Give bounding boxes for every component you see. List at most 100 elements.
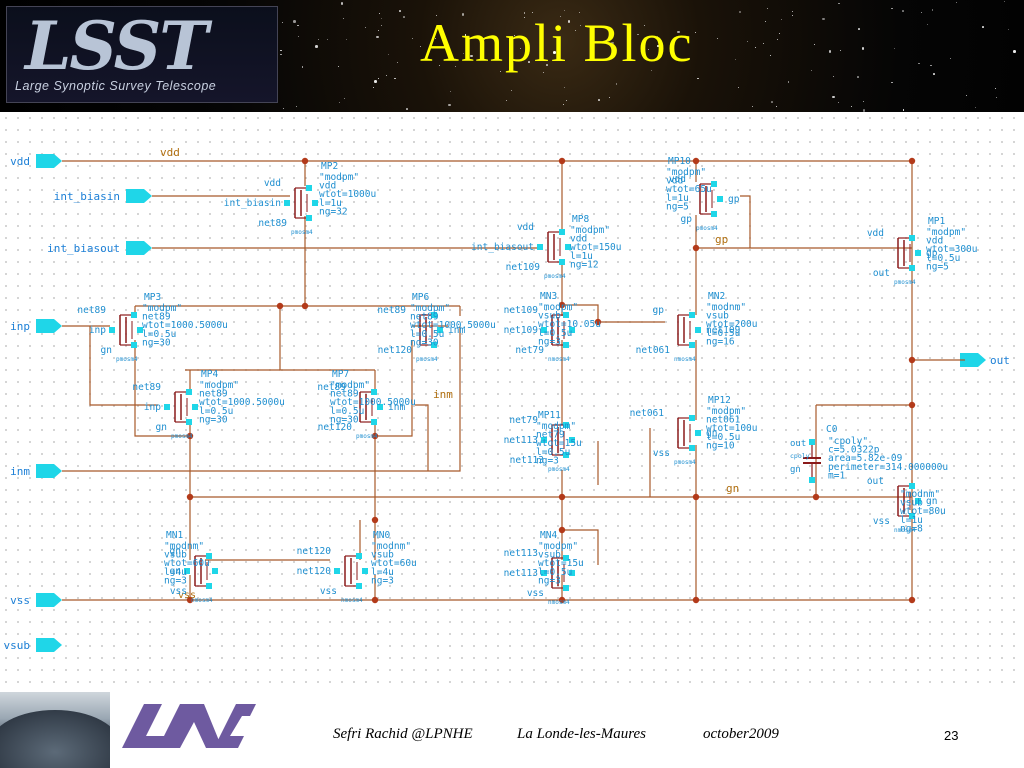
star [776, 105, 778, 107]
star [293, 20, 296, 23]
junction-dot [558, 493, 566, 501]
pin-vdd-label: vdd [10, 155, 30, 168]
star [764, 21, 766, 23]
device-symbol-label: pmosm4 [116, 356, 138, 363]
star [893, 48, 895, 50]
star [542, 72, 544, 74]
terminal [206, 583, 212, 589]
star [406, 108, 408, 110]
device-name-MN2: MN2 [708, 291, 725, 302]
terminal [437, 327, 443, 333]
terminal [563, 312, 569, 318]
star [902, 10, 904, 12]
device-param: "modpm" [410, 303, 450, 314]
device-name-MP7: MP7 [332, 369, 349, 380]
junction-dot [692, 157, 700, 165]
device-name-MP6: MP6 [412, 292, 429, 303]
wire-label-gp: gp [715, 233, 728, 246]
star [372, 87, 374, 89]
star [524, 16, 526, 18]
terminal [537, 244, 543, 250]
device-param: ng=32 [319, 206, 348, 217]
device-param: wtot=80u [900, 506, 946, 517]
star [697, 77, 699, 80]
star [280, 49, 282, 52]
footer-author: Sefri Rachid @LPNHE [333, 726, 473, 742]
terminal [689, 312, 695, 318]
device-name-MP8: MP8 [572, 214, 589, 225]
wire [562, 529, 599, 565]
star [956, 2, 958, 4]
wire [62, 326, 461, 472]
device-symbol-label: pmosm4 [894, 279, 916, 286]
pin-int_biasout-icon [126, 241, 152, 255]
device-net: net061 [636, 345, 671, 356]
device-param: wtot=60u [164, 558, 210, 569]
star [499, 70, 502, 73]
star [766, 8, 768, 10]
star [450, 91, 452, 93]
terminal [131, 312, 137, 318]
device-param: l=0.5u [926, 253, 960, 264]
terminal [711, 181, 717, 187]
star [832, 75, 834, 77]
device-param: "modnm" [371, 541, 411, 552]
junction-dot [908, 401, 916, 409]
star [1004, 0, 1006, 2]
terminal [689, 415, 695, 421]
star [933, 73, 935, 75]
device-symbol-label: pmosm4 [416, 356, 438, 363]
schematic-svg: vddint_biasinint_biasoutinpinmvssvsubout… [4, 146, 1010, 652]
terminal [306, 185, 312, 191]
terminal [695, 430, 701, 436]
device-param: "modpm" [538, 541, 578, 552]
device-symbol-label: pmosm4 [356, 433, 378, 440]
device-param: wtot=65u [666, 184, 712, 195]
terminal [909, 265, 915, 271]
terminal [541, 437, 547, 443]
device-param: wtot=1000u [319, 189, 376, 200]
star [628, 58, 630, 60]
star [381, 18, 383, 20]
device-param: wtot=100u [706, 423, 757, 434]
star [613, 48, 615, 50]
pin-vss-label: vss [10, 594, 30, 607]
wire [740, 195, 751, 248]
wire [279, 306, 375, 371]
star [403, 16, 405, 18]
device-net: net120 [318, 422, 353, 433]
device-symbol-label: nmosm4 [674, 356, 696, 363]
star [301, 66, 304, 68]
star [523, 12, 526, 14]
pin-out-icon [960, 353, 986, 367]
pin-vdd-icon [36, 154, 62, 168]
star [380, 24, 382, 26]
junction-dot [908, 356, 916, 364]
terminal [909, 483, 915, 489]
slide-title: Ampli Bloc [420, 13, 694, 73]
star [920, 11, 922, 13]
device-name-MP4: MP4 [201, 369, 218, 380]
star [439, 64, 441, 66]
star [994, 87, 997, 90]
junction-dot [276, 302, 284, 310]
device-symbol-label: nmosm4 [341, 597, 363, 604]
star [839, 49, 842, 52]
star [974, 106, 977, 109]
device-param: vdd [666, 176, 683, 187]
device-param: m=1 [828, 470, 845, 481]
device-symbol-label: nmosm4 [894, 527, 916, 534]
junction-dot [301, 157, 309, 165]
device-param: l=4u [164, 567, 187, 578]
terminal [186, 389, 192, 395]
device-param: l=0.5u [330, 406, 364, 417]
star [611, 41, 614, 45]
junction-dot [692, 244, 700, 252]
device-param: ng=12 [570, 259, 599, 270]
device-symbol-label: nmosm4 [548, 356, 570, 363]
footer-date: october2009 [703, 726, 779, 742]
star [771, 101, 773, 103]
device-net: net109 [506, 262, 541, 273]
device-symbol-label: cpoly [790, 452, 810, 460]
star [346, 38, 348, 40]
